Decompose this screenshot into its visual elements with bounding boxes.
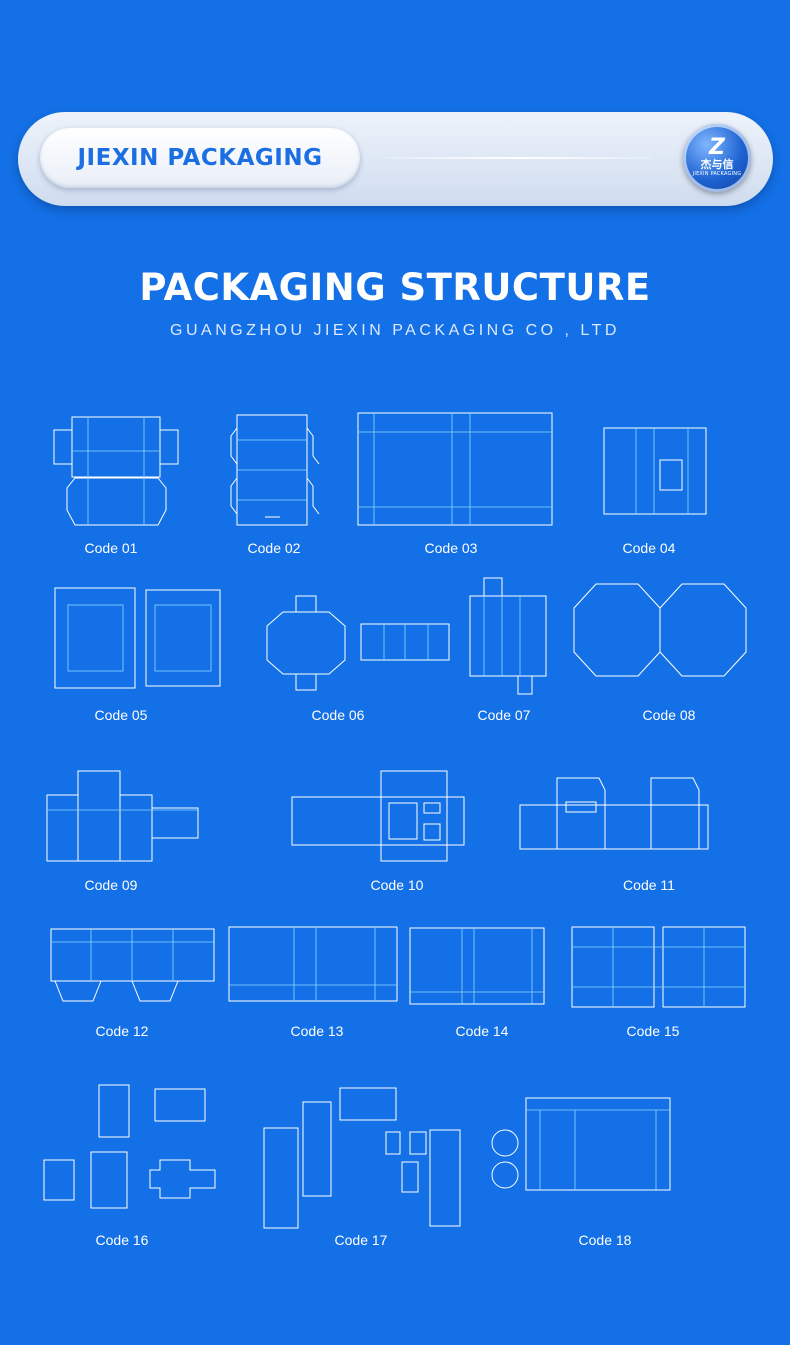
dieline-code-04 bbox=[603, 427, 707, 515]
code-label-15: Code 15 bbox=[626, 1023, 680, 1039]
banner-divider bbox=[386, 157, 651, 159]
dieline-code-15 bbox=[571, 926, 746, 1008]
code-label-16: Code 16 bbox=[95, 1232, 149, 1248]
logo-english-name: JIEXIN PACKAGING bbox=[692, 171, 742, 177]
dieline-code-05 bbox=[54, 587, 221, 689]
code-label-04: Code 04 bbox=[622, 540, 676, 556]
code-label-03: Code 03 bbox=[424, 540, 478, 556]
dieline-code-08 bbox=[573, 583, 747, 677]
code-label-07: Code 07 bbox=[477, 707, 531, 723]
code-label-11: Code 11 bbox=[623, 877, 675, 893]
page-subtitle: GUANGZHOU JIEXIN PACKAGING CO , LTD bbox=[170, 322, 620, 339]
dieline-code-17 bbox=[263, 1087, 461, 1229]
logo-chinese-name: 杰与信 bbox=[700, 158, 734, 171]
code-label-12: Code 12 bbox=[95, 1023, 149, 1039]
code-label-17: Code 17 bbox=[334, 1232, 388, 1248]
dieline-code-14 bbox=[409, 927, 545, 1005]
dieline-code-07 bbox=[469, 577, 547, 695]
dieline-code-06 bbox=[266, 595, 450, 691]
code-label-18: Code 18 bbox=[578, 1232, 632, 1248]
code-label-10: Code 10 bbox=[370, 877, 424, 893]
code-label-14: Code 14 bbox=[455, 1023, 509, 1039]
code-label-13: Code 13 bbox=[290, 1023, 344, 1039]
page-title: PACKAGING STRUCTURE bbox=[139, 266, 651, 309]
dieline-code-12 bbox=[50, 928, 215, 1002]
dieline-code-01 bbox=[53, 416, 179, 526]
dieline-code-02 bbox=[230, 414, 320, 526]
company-logo-icon: Z 杰与信 JIEXIN PACKAGING bbox=[683, 124, 751, 192]
dieline-code-16 bbox=[43, 1084, 216, 1209]
dieline-code-09 bbox=[46, 770, 199, 862]
header-banner: JIEXIN PACKAGING Z 杰与信 JIEXIN PACKAGING bbox=[18, 112, 773, 206]
code-label-08: Code 08 bbox=[642, 707, 696, 723]
dieline-code-11 bbox=[519, 777, 709, 850]
code-label-05: Code 05 bbox=[94, 707, 148, 723]
code-label-06: Code 06 bbox=[311, 707, 365, 723]
logo-mark: Z bbox=[709, 135, 725, 160]
dieline-code-03 bbox=[357, 412, 553, 526]
dieline-code-10 bbox=[291, 770, 465, 862]
dieline-code-13 bbox=[228, 926, 398, 1002]
code-label-01: Code 01 bbox=[84, 540, 138, 556]
code-label-09: Code 09 bbox=[84, 877, 138, 893]
brand-name: JIEXIN PACKAGING bbox=[77, 145, 323, 171]
code-label-02: Code 02 bbox=[247, 540, 301, 556]
dieline-code-18 bbox=[491, 1097, 671, 1191]
brand-pill: JIEXIN PACKAGING bbox=[40, 128, 360, 188]
